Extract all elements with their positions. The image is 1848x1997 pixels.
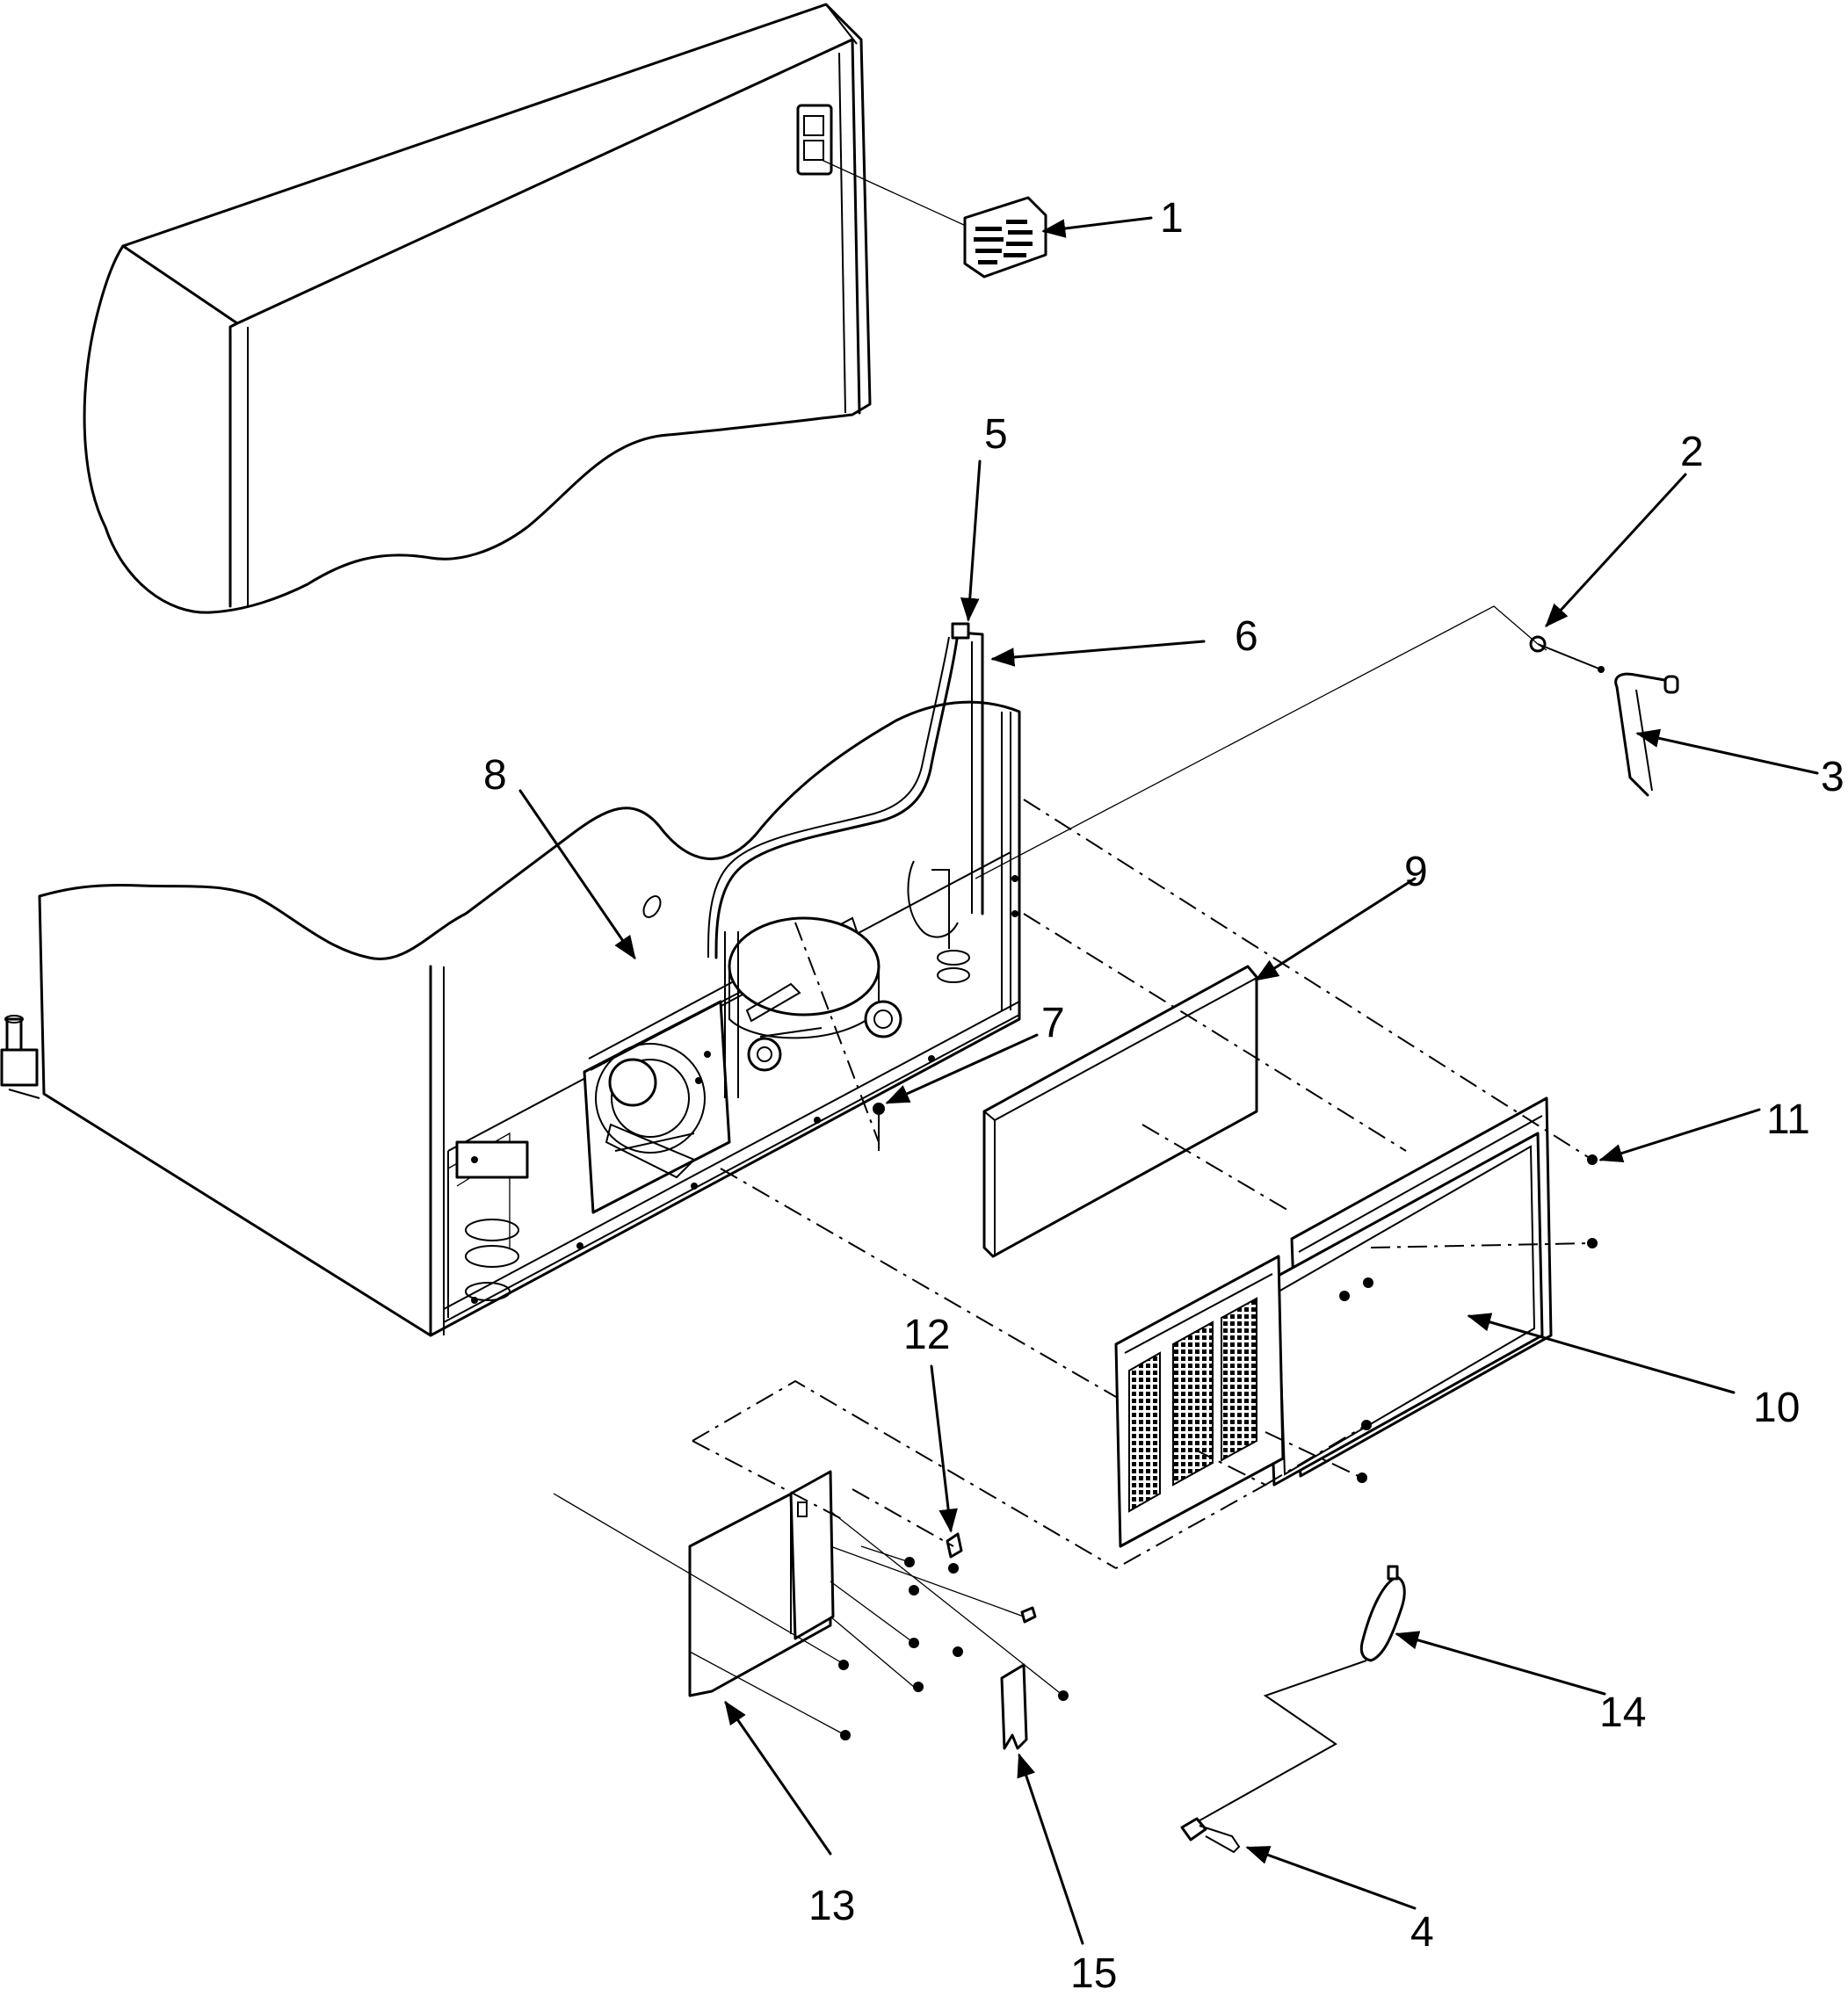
part-1-label-plate (963, 196, 1047, 279)
callout-3: 3 (1821, 754, 1844, 800)
callout-4: 4 (1410, 1909, 1434, 1956)
cabinet-lower (0, 622, 1021, 1337)
grille-vents (1128, 1297, 1257, 1513)
label-bracket (796, 104, 976, 231)
part-12-clip (946, 1532, 963, 1559)
callout-13: 13 (808, 1883, 855, 1929)
callout-15: 15 (1070, 1950, 1117, 1993)
callout-8: 8 (483, 752, 507, 799)
part-10-access-panel (1264, 1096, 1553, 1487)
callout-labels: 1 2 3 4 5 6 7 8 9 10 11 12 13 14 15 (483, 195, 1844, 1997)
part-9-insulation-pad (982, 965, 1259, 1258)
part-4-fitting (1180, 1817, 1241, 1854)
compressor (724, 916, 902, 1098)
part-15-small-bracket (1000, 1663, 1028, 1750)
part-8-condenser-fan (583, 916, 859, 1214)
leader-arrows (518, 216, 1819, 1945)
callout-9: 9 (1404, 849, 1428, 895)
callout-10: 10 (1753, 1385, 1800, 1431)
part-13-mounting-bracket (688, 1470, 835, 1697)
callout-5: 5 (984, 411, 1008, 458)
part-14-filter-drier (1194, 1565, 1406, 1824)
callout-14: 14 (1599, 1689, 1646, 1736)
callout-6: 6 (1235, 613, 1258, 660)
part-2-cap (1529, 635, 1605, 673)
callout-7: 7 (1041, 1000, 1065, 1046)
callout-1: 1 (1160, 195, 1184, 242)
front-grille-panel (1114, 1255, 1285, 1548)
tubing (707, 622, 984, 983)
assembly-lines (553, 605, 1593, 1736)
panel-screw-holes (471, 875, 1018, 1304)
cabinet-upper (83, 3, 1047, 614)
side-fitting (0, 1015, 40, 1099)
callout-12: 12 (903, 1312, 950, 1358)
callout-11: 11 (1766, 1096, 1810, 1143)
callout-2: 2 (1680, 429, 1704, 475)
